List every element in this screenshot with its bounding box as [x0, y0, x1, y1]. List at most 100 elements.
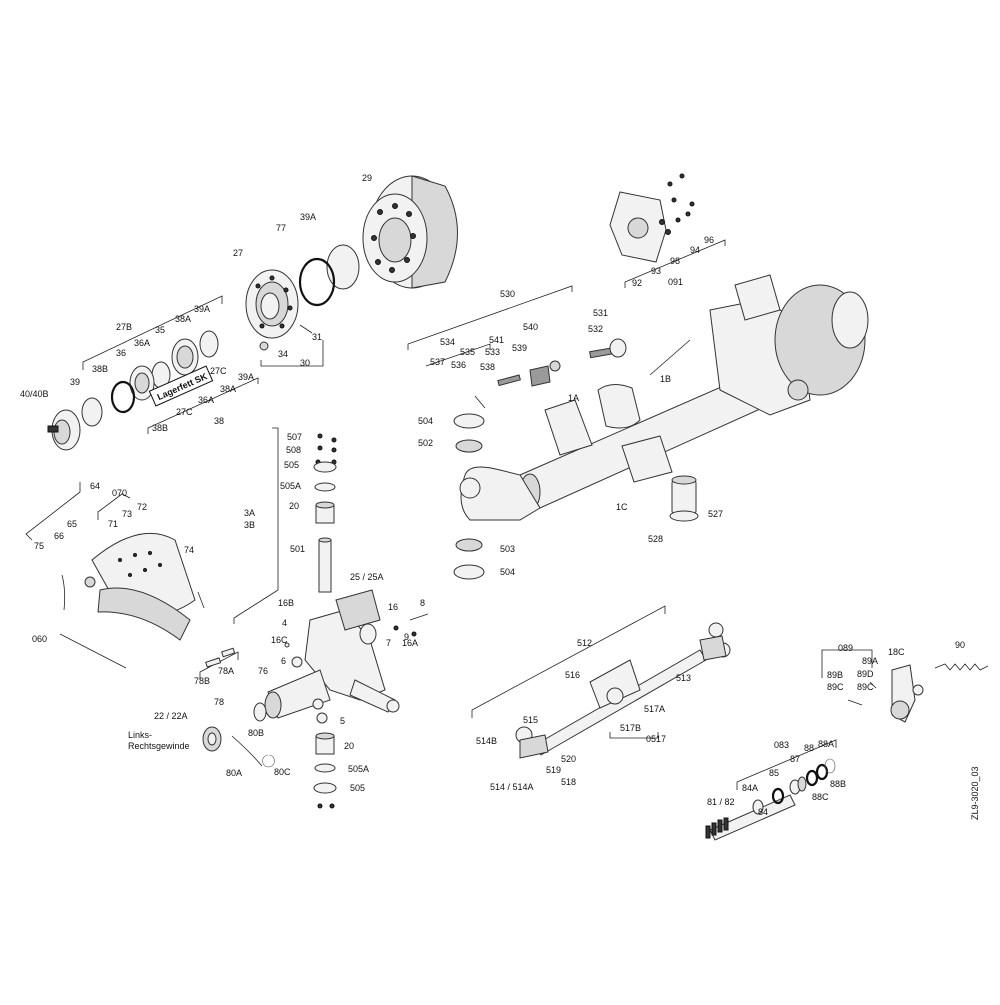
part-label-070: 070	[112, 488, 127, 498]
part-label-505b: 505	[350, 783, 365, 793]
part-label-39: 39	[70, 377, 80, 387]
part-label-27: 27	[233, 248, 243, 258]
nut-34	[259, 341, 269, 351]
part-label-80b: 80B	[248, 728, 264, 738]
brake-shoe	[61, 532, 205, 641]
part-label-35: 35	[155, 325, 165, 335]
part-label-505: 505	[284, 460, 299, 470]
tie-rod-513	[515, 622, 731, 759]
part-label-5: 5	[340, 716, 345, 726]
part-label-516: 516	[565, 670, 580, 680]
part-label-89c_b: 89C	[857, 682, 874, 692]
part-label-089: 089	[838, 643, 853, 653]
part-label-93: 93	[651, 266, 661, 276]
part-label-38a_a: 38A	[175, 314, 191, 324]
part-label-2222a: 22 / 22A	[154, 711, 188, 721]
part-label-27b: 27B	[116, 322, 132, 332]
seal-22	[202, 726, 222, 752]
pins-78	[205, 647, 236, 668]
part-label-517b: 517B	[620, 723, 641, 733]
ring-504-top	[453, 413, 485, 429]
part-label-7: 7	[386, 638, 391, 648]
spring-90	[934, 663, 989, 671]
part-label-507: 507	[287, 432, 302, 442]
part-label-6: 6	[281, 656, 286, 666]
ring-503	[455, 538, 483, 552]
part-label-89b: 89B	[827, 670, 843, 680]
part-label-73: 73	[122, 509, 132, 519]
part-label-39a_c: 39A	[238, 372, 254, 382]
part-label-87: 87	[790, 754, 800, 764]
bearing-set	[81, 330, 219, 427]
part-label-78: 78	[214, 697, 224, 707]
part-label-519: 519	[546, 765, 561, 775]
axle-beam	[459, 274, 869, 521]
bolt-31	[299, 324, 313, 334]
part-label-89c_a: 89C	[827, 682, 844, 692]
part-label-71: 71	[108, 519, 118, 529]
part-label-78b: 78B	[194, 676, 210, 686]
part-label-16b: 16B	[278, 598, 294, 608]
part-label-36a_a: 36A	[134, 338, 150, 348]
part-label-39a_b: 39A	[194, 304, 210, 314]
part-label-505a: 505A	[280, 481, 301, 491]
abs-ring-39A	[326, 244, 360, 290]
hose-80A	[231, 735, 263, 767]
part-label-3a: 3A	[244, 508, 255, 518]
dust-shield-92	[609, 173, 695, 263]
part-label-30: 30	[300, 358, 310, 368]
wheel-hub-27	[245, 269, 299, 339]
part-label-88c: 88C	[812, 792, 829, 802]
camshaft-81	[705, 758, 836, 841]
part-labels: 2939A772731343027B38A39A3536A3638B3940/4…	[20, 173, 965, 817]
sensor-parts-530	[474, 338, 691, 409]
part-label-537: 537	[430, 357, 445, 367]
part-label-527: 527	[708, 509, 723, 519]
part-label-517a: 517A	[644, 704, 665, 714]
thread-note-line1: Links-	[128, 730, 152, 740]
part-label-66: 66	[54, 531, 64, 541]
part-label-502: 502	[418, 438, 433, 448]
part-label-18c: 18C	[888, 647, 905, 657]
part-label-503: 503	[500, 544, 515, 554]
part-label-16c: 16C	[271, 635, 288, 645]
part-label-2525a: 25 / 25A	[350, 572, 384, 582]
part-label-9: 9	[404, 632, 409, 642]
part-label-515: 515	[523, 715, 538, 725]
part-label-38b_b: 38B	[152, 423, 168, 433]
kingpin-parts	[313, 433, 337, 593]
part-label-72: 72	[137, 502, 147, 512]
hub-cap-40	[47, 409, 81, 451]
part-label-4: 4	[282, 618, 287, 628]
part-label-538: 538	[480, 362, 495, 372]
part-label-94: 94	[690, 245, 700, 255]
thread-note-line2: Rechtsgewinde	[128, 741, 190, 751]
steering-knuckle	[253, 589, 429, 724]
part-label-16a: 16A	[402, 638, 418, 648]
part-label-34: 34	[278, 349, 288, 359]
part-label-540: 540	[523, 322, 538, 332]
ring-502	[455, 439, 483, 453]
part-label-505ab: 505A	[348, 764, 369, 774]
part-label-508: 508	[286, 445, 301, 455]
part-label-20a: 20	[289, 501, 299, 511]
part-label-16: 16	[388, 602, 398, 612]
drawing-code: ZL9-3020_03	[970, 766, 980, 820]
part-label-88a: 88A	[818, 739, 834, 749]
part-label-20b: 20	[344, 741, 354, 751]
part-label-88b: 88B	[830, 779, 846, 789]
part-label-38b_a: 38B	[92, 364, 108, 374]
part-label-535: 535	[460, 347, 475, 357]
part-label-513: 513	[676, 673, 691, 683]
part-label-083: 083	[774, 740, 789, 750]
part-label-514b: 514B	[476, 736, 497, 746]
part-label-539: 539	[512, 343, 527, 353]
cylinder-527	[669, 475, 699, 522]
part-label-528: 528	[648, 534, 663, 544]
part-label-96: 96	[704, 235, 714, 245]
slack-adjuster-18C	[847, 664, 924, 723]
part-label-512: 512	[577, 638, 592, 648]
part-label-36: 36	[116, 348, 126, 358]
